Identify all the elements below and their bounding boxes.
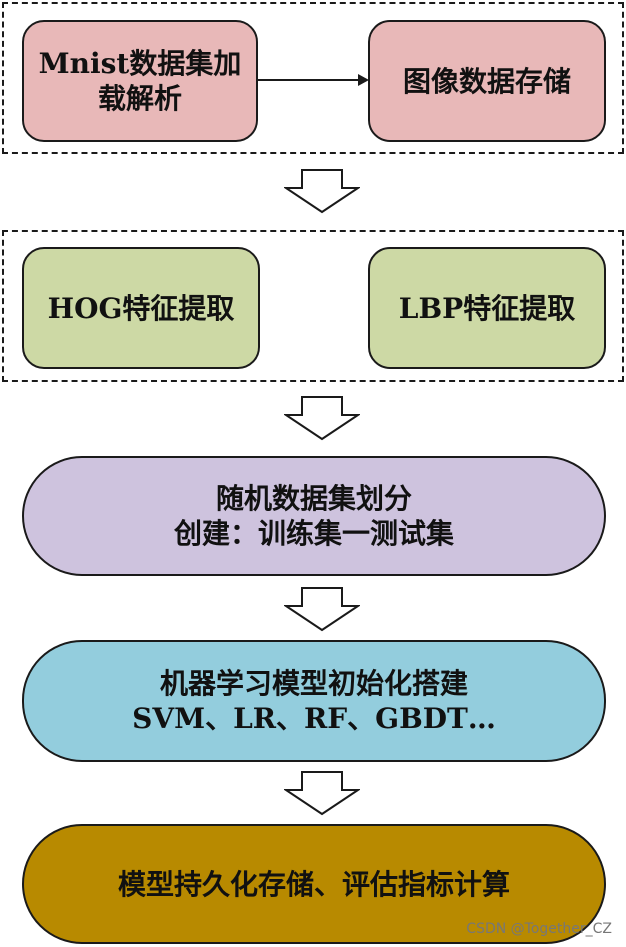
model-build-line1: 机器学习模型初始化搭建 <box>159 667 468 700</box>
dataset-split-line2: 创建：训练集一测试集 <box>173 517 454 550</box>
image-storage-box: 图像数据存储 <box>368 20 606 142</box>
lbp-feature-box: LBP特征提取 <box>368 247 606 369</box>
persist-evaluate-box: 模型持久化存储、评估指标计算 <box>22 824 606 944</box>
dataset-split-line1: 随机数据集划分 <box>215 482 412 515</box>
down-arrow-icon <box>284 169 360 214</box>
mnist-load-box: Mnist数据集加 载解析 <box>22 20 258 142</box>
lbp-feature-label: LBP特征提取 <box>398 291 576 325</box>
hog-feature-box: HOG特征提取 <box>22 247 260 369</box>
mnist-load-line1: Mnist数据集加 <box>38 47 242 80</box>
persist-evaluate-label: 模型持久化存储、评估指标计算 <box>117 867 510 901</box>
model-build-box: 机器学习模型初始化搭建 SVM、LR、RF、GBDT… <box>22 640 606 762</box>
image-storage-label: 图像数据存储 <box>402 64 571 98</box>
group-feature-extraction <box>2 230 624 382</box>
watermark-text: CSDN @Together_CZ <box>466 921 612 937</box>
down-arrow-icon <box>284 771 360 816</box>
down-arrow-icon <box>284 587 360 632</box>
group-data-loading <box>2 2 624 154</box>
model-build-line2: SVM、LR、RF、GBDT… <box>132 702 496 735</box>
hog-feature-label: HOG特征提取 <box>47 291 235 325</box>
connector-arrow <box>258 74 369 86</box>
dataset-split-box: 随机数据集划分 创建：训练集一测试集 <box>22 456 606 576</box>
down-arrow-icon <box>284 396 360 441</box>
mnist-load-line2: 载解析 <box>97 82 182 115</box>
